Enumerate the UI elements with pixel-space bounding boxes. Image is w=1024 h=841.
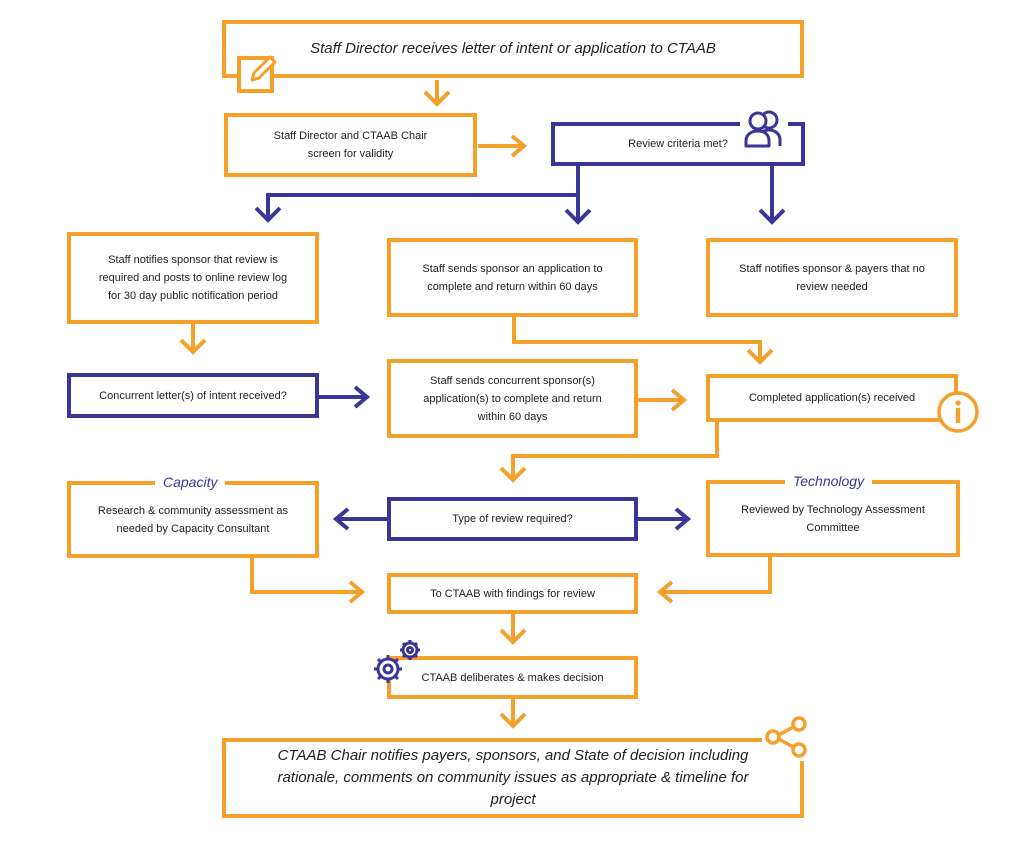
no-review-text: Staff notifies sponsor & payers that no …: [739, 262, 925, 293]
completed-received-box: Completed application(s) received: [706, 374, 958, 422]
send-application-text: Staff sends sponsor an application to co…: [422, 262, 603, 293]
users-icon: [738, 108, 790, 150]
screen-box: Staff Director and CTAAB Chair screen fo…: [224, 113, 477, 177]
review-required-text: Staff notifies sponsor that review is re…: [98, 254, 288, 302]
start-text: Staff Director receives letter of intent…: [310, 40, 716, 57]
deliberates-box: CTAAB deliberates & makes decision: [387, 656, 638, 699]
arrow-research-to-ctaab: [250, 558, 360, 594]
concurrent-letters-box: Concurrent letter(s) of intent received?: [67, 373, 319, 418]
send-application-box: Staff sends sponsor an application to co…: [387, 238, 638, 317]
concurrent-letters-text: Concurrent letter(s) of intent received?: [99, 389, 287, 402]
start-box: Staff Director receives letter of intent…: [222, 20, 804, 78]
tech-committee-box: Reviewed by Technology Assessment Commit…: [706, 480, 960, 557]
screen-text: Staff Director and CTAAB Chair screen fo…: [273, 130, 428, 160]
arrow-head: [423, 90, 451, 107]
tech-committee-text: Reviewed by Technology Assessment Commit…: [741, 503, 925, 534]
concurrent-application-box: Staff sends concurrent sponsor(s) applic…: [387, 359, 638, 438]
arrow-tech-to-ctaab: [662, 557, 772, 594]
share-icon: [762, 713, 810, 761]
arrow-completed-to-type: [511, 422, 719, 478]
edit-icon: [236, 52, 280, 94]
final-box: CTAAB Chair notifies payers, sponsors, a…: [222, 738, 804, 818]
to-ctaab-box: To CTAAB with findings for review: [387, 573, 638, 614]
review-required-box: Staff notifies sponsor that review is re…: [67, 232, 319, 324]
criteria-text: Review criteria met?: [628, 138, 728, 150]
final-text: CTAAB Chair notifies payers, sponsors, a…: [277, 747, 749, 808]
type-review-box: Type of review required?: [387, 497, 638, 541]
research-text: Research & community assessment as neede…: [97, 504, 289, 535]
type-review-text: Type of review required?: [452, 513, 573, 525]
arrow-application-to-completed: [512, 317, 762, 360]
concurrent-application-text: Staff sends concurrent sponsor(s) applic…: [423, 374, 602, 423]
technology-label: Technology: [785, 473, 873, 489]
capacity-label: Capacity: [155, 474, 226, 490]
no-review-box: Staff notifies sponsor & payers that no …: [706, 238, 958, 317]
completed-received-text: Completed application(s) received: [748, 392, 916, 404]
gears-icon: [370, 637, 426, 687]
deliberates-text: CTAAB deliberates & makes decision: [421, 671, 604, 684]
research-box: Research & community assessment as neede…: [67, 481, 319, 558]
to-ctaab-text: To CTAAB with findings for review: [430, 587, 595, 600]
info-icon: [935, 389, 981, 435]
